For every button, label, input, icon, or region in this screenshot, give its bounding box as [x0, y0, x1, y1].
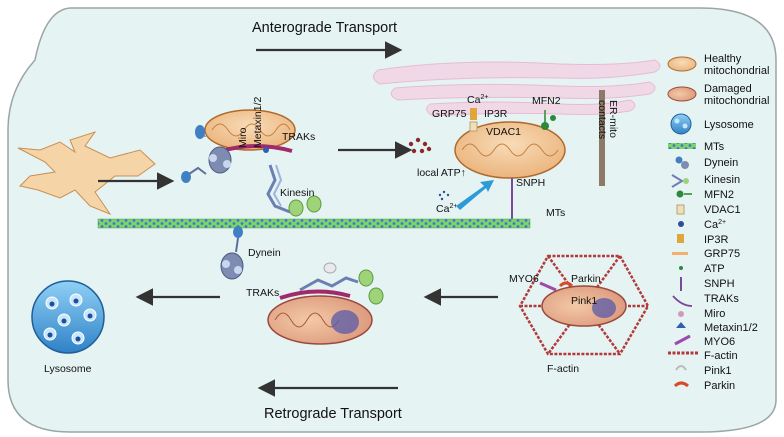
kinesin-label: Kinesin [280, 187, 315, 199]
legend-label-traks: TRAKs [704, 293, 739, 305]
legend-label-f-actin: F-actin [704, 350, 738, 362]
legend-label-metaxin: Metaxin1/2 [704, 322, 758, 334]
ip3r-icon [677, 234, 684, 243]
legend-label-atp: ATP [704, 263, 725, 275]
legend-label-healthy: Healthy mitochondrial [704, 53, 769, 77]
legend-label-grp75: GRP75 [704, 248, 740, 260]
microtubule-track [97, 218, 531, 229]
lysosome-icon [670, 113, 692, 135]
anterograde-title: Anterograde Transport [252, 20, 397, 36]
neuron-shape [17, 131, 156, 216]
kinesin-icon [671, 174, 689, 188]
legend-label-miro: Miro [704, 308, 725, 320]
ip3r-channel [470, 108, 477, 120]
damaged-mitochondrion-actin [541, 285, 627, 327]
grp75-icon [672, 252, 688, 255]
dynein-top-cluster [181, 125, 232, 183]
retrograde-title: Retrograde Transport [264, 406, 402, 422]
er-mito-contact-bar [599, 90, 605, 186]
legend-label-snph: SNPH [704, 278, 735, 290]
ip3r-label: IP3R [484, 108, 508, 120]
legend-label-dynein: Dynein [704, 157, 738, 169]
ca-top-label: Ca2+ [467, 94, 488, 106]
parkin-label: Parkin [571, 273, 601, 285]
calcium-icon [678, 221, 684, 227]
healthy-mitochondrion-er [454, 121, 566, 179]
snph-label: SNPH [516, 177, 545, 189]
parkin-marker [558, 281, 574, 288]
lysosome-large [31, 280, 105, 354]
kinesin-top [266, 164, 322, 217]
traks-top-label: TRAKs [282, 131, 315, 143]
metaxin-label: Metaxin1/2 [252, 96, 264, 148]
miro-label: Miro [237, 127, 249, 148]
legend-label-mts: MTs [704, 141, 725, 153]
damaged-mitochondrion-bottom [267, 295, 373, 345]
f-actin-label: F-actin [547, 363, 579, 375]
free-calcium-label: Ca2+ [436, 203, 457, 215]
local-atp-label: local ATP↑ [417, 167, 466, 179]
legend-label-lysosome: Lysosome [704, 119, 754, 131]
endoplasmic-reticulum [373, 59, 661, 117]
mfn2-icon [676, 190, 692, 198]
vdac1-channel [469, 121, 478, 132]
traks-bottom-label: TRAKs [246, 287, 279, 299]
vdac1-icon [676, 204, 685, 215]
legend-label-myo6: MYO6 [704, 336, 735, 348]
legend-label-kinesin: Kinesin [704, 174, 740, 186]
myo6-motor [539, 281, 557, 292]
pink1-icon [675, 365, 687, 371]
parkin-icon [673, 381, 689, 388]
microtubule-icon [668, 143, 696, 149]
traks-top-shape [221, 144, 293, 153]
vdac1-label: VDAC1 [486, 126, 521, 138]
myo6-label: MYO6 [509, 273, 539, 285]
dynein-label: Dynein [248, 247, 281, 259]
mfn2-marker [541, 110, 556, 130]
metaxin-icon [676, 322, 686, 328]
mts-label: MTs [546, 207, 565, 219]
legend-label-damaged: Damaged mitochondrial [704, 83, 769, 107]
mfn2-label: MFN2 [532, 95, 561, 107]
kinesin-bottom [299, 262, 384, 305]
miro-dot [263, 147, 269, 153]
legend-label-ip3r: IP3R [704, 234, 729, 246]
legend: Healthy mitochondrial Damaged mitochondr… [667, 53, 769, 392]
legend-label-parkin: Parkin [704, 380, 735, 392]
dynein-bottom-cluster [220, 226, 244, 280]
er-mito-label: ER-mito contacts [596, 100, 619, 141]
calcium-blue-arrow [456, 180, 494, 210]
grp75-label: GRP75 [432, 108, 467, 120]
miro-icon [678, 311, 684, 317]
pink1-label: Pink1 [571, 295, 597, 307]
traks-bottom-shape [279, 289, 351, 300]
myo6-icon [674, 334, 691, 346]
free-calcium-dots [438, 190, 450, 201]
damaged-mito-icon [667, 86, 697, 102]
healthy-mitochondrion-top [204, 109, 296, 151]
legend-label-calcium: Ca2+ [704, 219, 726, 231]
legend-label-pink1: Pink1 [704, 365, 732, 377]
traks-icon [672, 295, 693, 307]
lysosome-label: Lysosome [44, 363, 92, 375]
atp-dots [408, 137, 432, 154]
dynein-icon [675, 156, 689, 169]
legend-label-mfn2: MFN2 [704, 189, 734, 201]
healthy-mito-icon [667, 56, 697, 72]
legend-label-vdac1: VDAC1 [704, 204, 741, 216]
atp-icon [679, 266, 683, 270]
